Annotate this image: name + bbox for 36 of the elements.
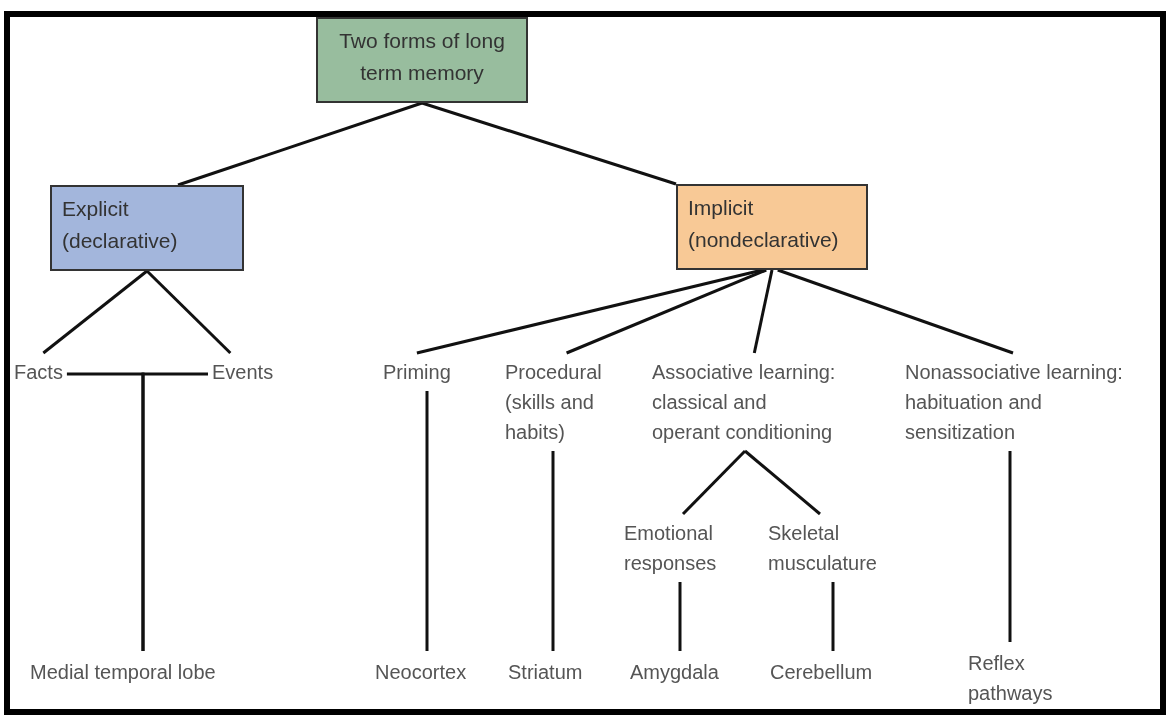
- connector-line: [777, 268, 1014, 355]
- memory-label: Emotional responses: [624, 518, 742, 578]
- connector-line: [421, 101, 677, 186]
- category-box: [676, 184, 868, 270]
- category-box: [50, 185, 244, 271]
- connector-line: [145, 269, 232, 355]
- memory-label: Neocortex: [375, 657, 467, 687]
- memory-label: Facts: [14, 357, 63, 387]
- connector-line: [681, 449, 747, 516]
- box-title: Explicit (declarative): [62, 196, 179, 254]
- connector-line: [416, 268, 763, 355]
- memory-label: Cerebellum: [770, 657, 873, 687]
- memory-label: Amygdala: [630, 657, 719, 687]
- memory-label: Events: [212, 357, 274, 387]
- connector-line: [551, 451, 555, 651]
- memory-label: Associative learning: classical and operant conditioning: [652, 357, 838, 447]
- memory-label: Striatum: [508, 657, 583, 687]
- memory-label: Skeletal musculature: [768, 518, 898, 578]
- box-title: Implicit (nondeclarative): [688, 195, 840, 253]
- memory-label: Procedural (skills and habits): [505, 357, 617, 447]
- connector-line: [425, 391, 429, 651]
- connector-line: [678, 582, 682, 651]
- connector-line: [566, 268, 767, 355]
- connector-line: [752, 269, 774, 354]
- memory-label: Priming: [383, 357, 451, 387]
- connector-line: [42, 269, 148, 355]
- memory-label: Reflex pathways: [968, 648, 1063, 708]
- memory-label: Medial temporal lobe: [30, 657, 216, 687]
- box-title: Two forms of long term memory: [338, 28, 506, 86]
- memory-label: Nonassociative learning: habituation and sensitization: [905, 357, 1145, 447]
- category-box: [316, 17, 528, 103]
- connector-line: [1008, 451, 1012, 642]
- connector-line: [831, 582, 835, 651]
- connector-line: [177, 101, 423, 187]
- connector-line: [141, 372, 208, 651]
- connector-line: [744, 449, 821, 516]
